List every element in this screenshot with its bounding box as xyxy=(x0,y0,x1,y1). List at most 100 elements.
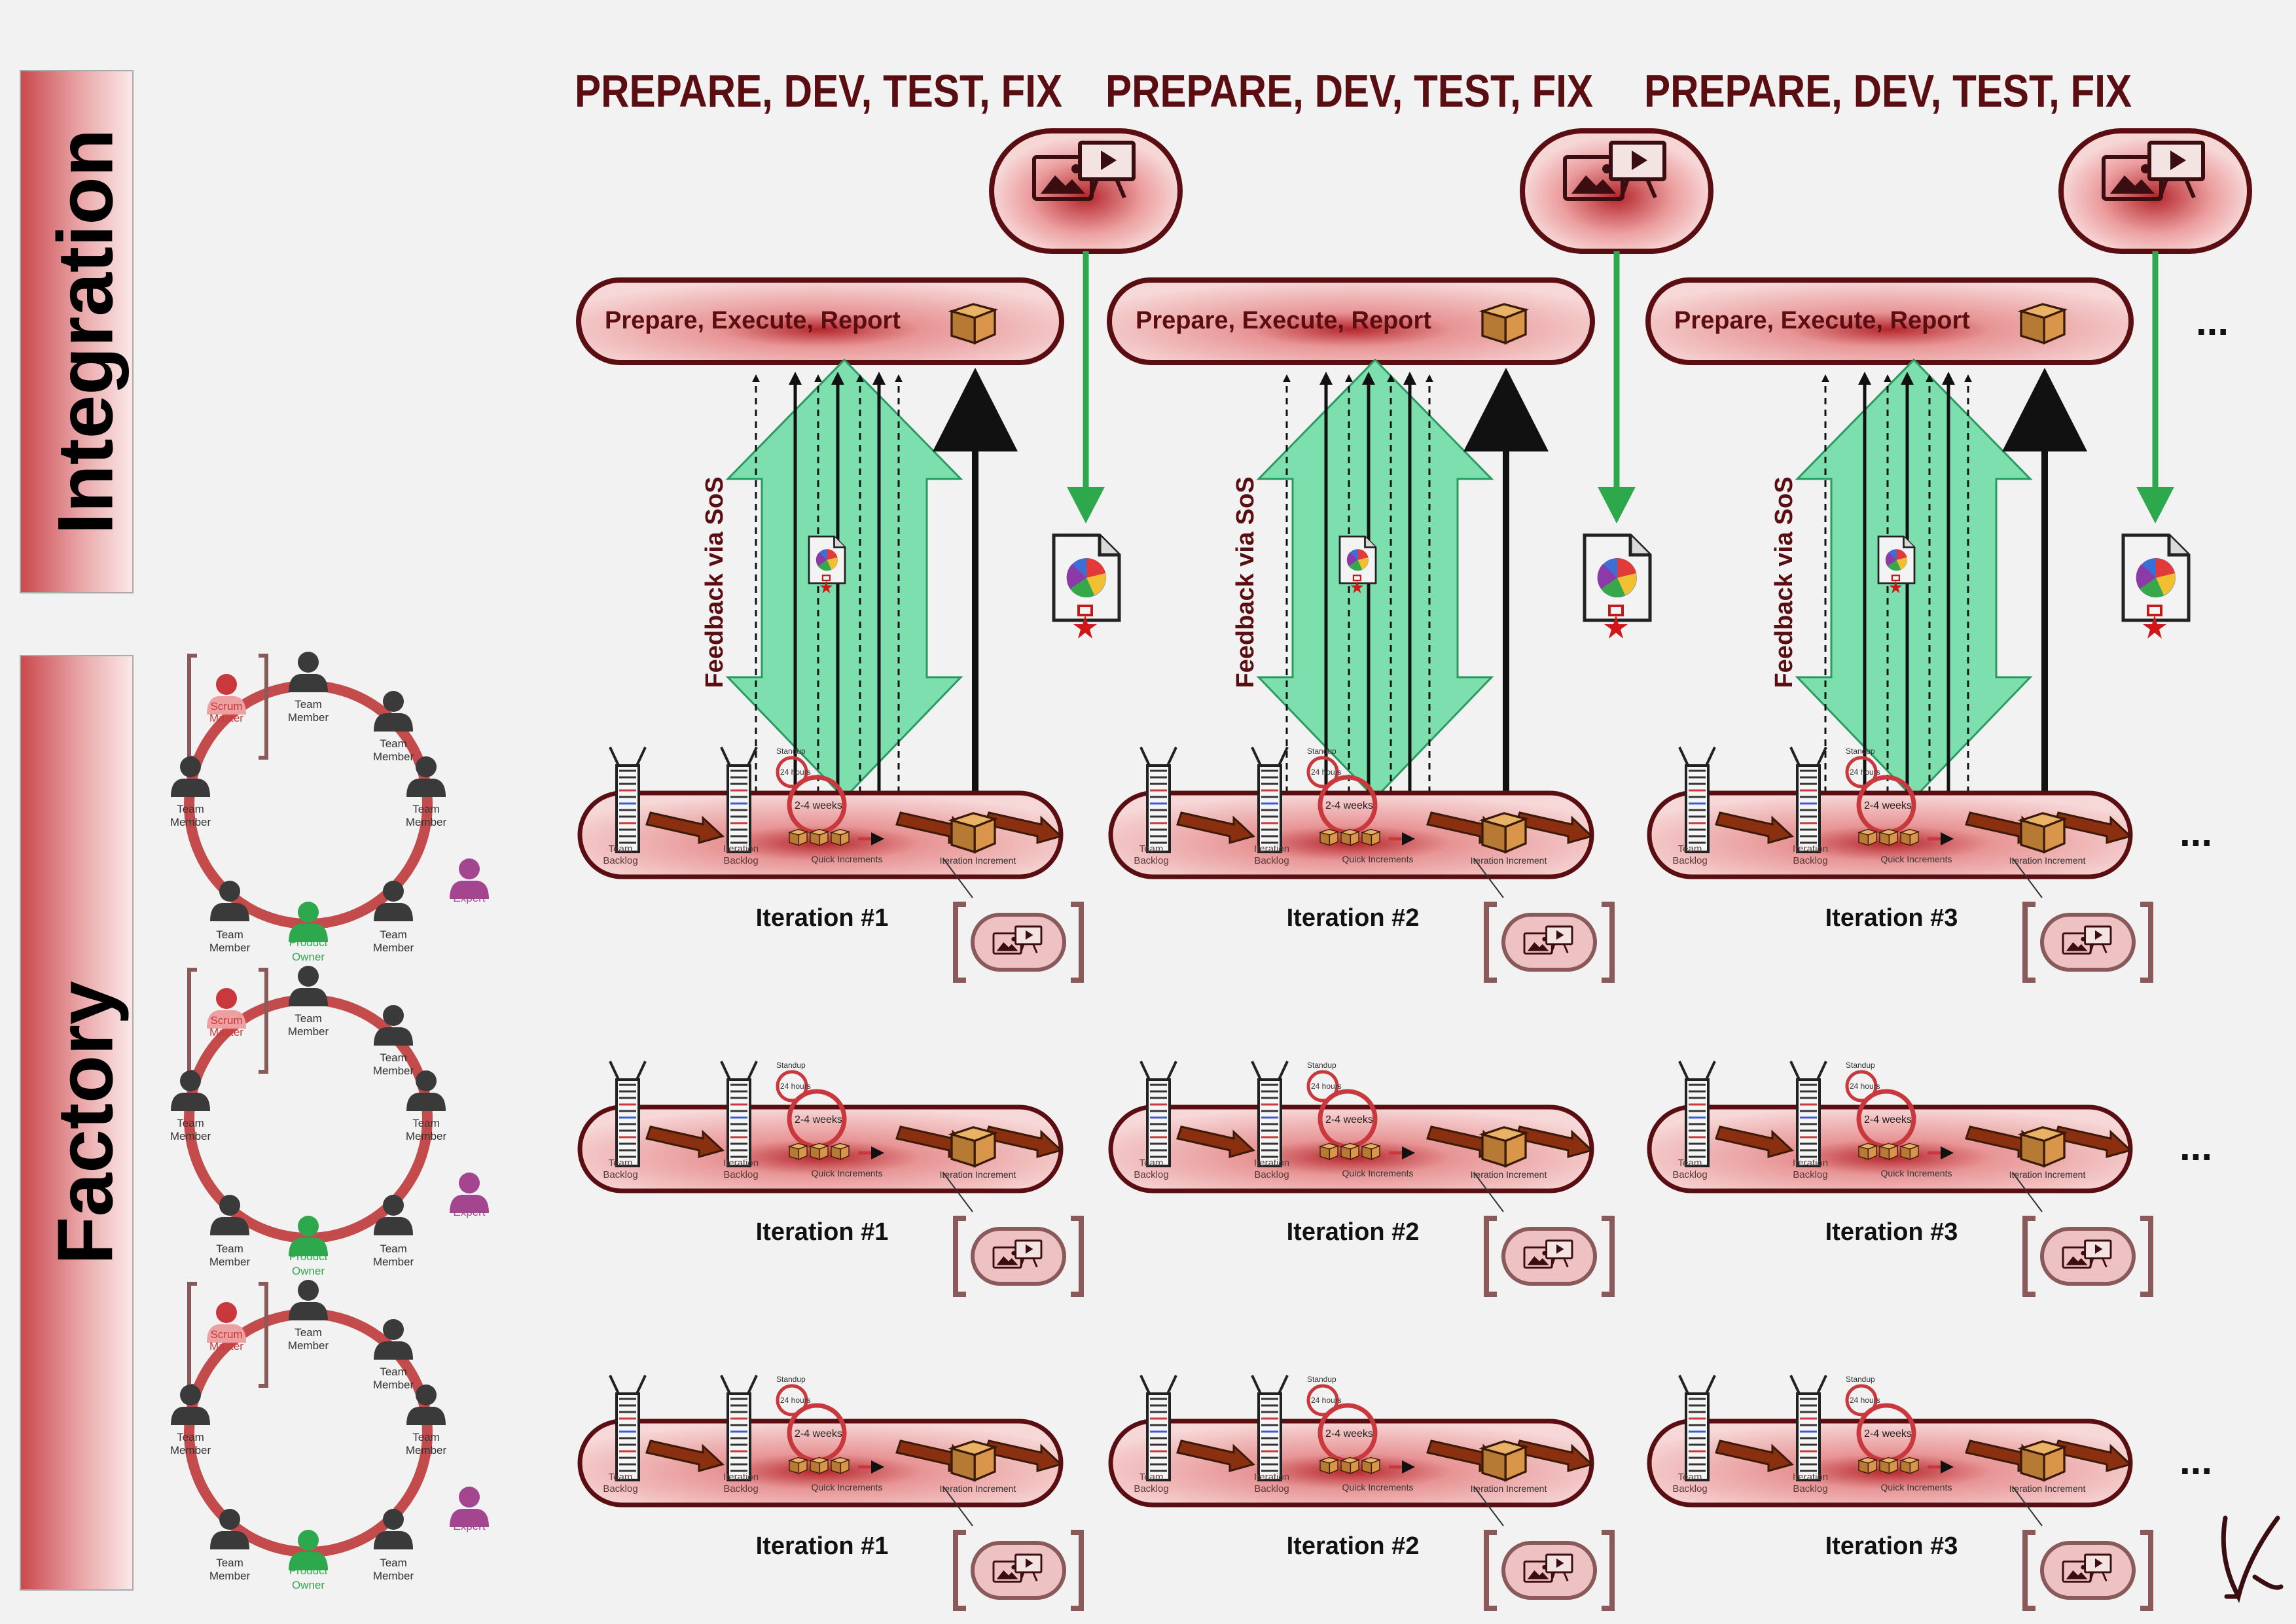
iteration-label: Iteration #3 xyxy=(1825,1532,1958,1560)
team-member-icon xyxy=(374,1319,413,1360)
team-backlog-icon xyxy=(1139,747,1177,853)
bracket-right xyxy=(2140,1530,2153,1611)
bracket-left xyxy=(1484,1216,1497,1297)
daily-cycle-icon xyxy=(1306,1070,1339,1103)
quick-increment-icon xyxy=(1858,828,1877,846)
quick-increment-icon xyxy=(831,1456,850,1474)
team-member-icon xyxy=(171,756,210,797)
iteration-backlog-icon xyxy=(1251,1061,1289,1167)
standup-label: Standup xyxy=(1307,747,1336,756)
daily-cycle-icon xyxy=(776,1070,808,1103)
iteration-increment-label: Iteration Increment xyxy=(940,855,1016,866)
iteration-label: Iteration #1 xyxy=(756,1532,889,1560)
flow-arrow-icon xyxy=(1715,1125,1794,1158)
quick-increment-icon xyxy=(1319,1142,1338,1160)
quick-increments-label: Quick Increments xyxy=(1342,1168,1414,1178)
iteration-increment-icon xyxy=(950,1440,996,1481)
iteration-backlog-icon xyxy=(720,1061,758,1167)
bracket-left xyxy=(953,902,966,983)
column-heading: PREPARE, DEV, TEST, FIX xyxy=(575,65,1062,116)
bracket-left xyxy=(953,1530,966,1611)
bracket-left xyxy=(2022,1530,2036,1611)
daily-label: 24 hours xyxy=(780,768,811,777)
quick-increment-icon xyxy=(1361,1456,1380,1474)
iteration-label: Iteration #1 xyxy=(756,904,889,932)
quick-increment-icon xyxy=(1900,1456,1919,1474)
scrum-master-icon xyxy=(207,1302,246,1343)
quick-increments-label: Quick Increments xyxy=(812,854,883,864)
quick-increment-icon xyxy=(810,1456,829,1474)
quick-increment-icon xyxy=(1900,828,1919,846)
iteration-label: Iteration #2 xyxy=(1287,904,1420,932)
iteration-increment-icon xyxy=(950,812,996,853)
product-owner-icon xyxy=(289,902,328,942)
daily-label: 24 hours xyxy=(1850,768,1880,777)
flow-arrow-icon xyxy=(645,1439,725,1472)
factory-label: Factory xyxy=(42,981,130,1265)
iteration-increment-icon xyxy=(2020,1440,2066,1481)
team-member-icon xyxy=(406,756,446,797)
quick-increments-label: Quick Increments xyxy=(1881,1482,1952,1492)
team-backlog-icon xyxy=(1139,1375,1177,1481)
leader-line xyxy=(942,1172,973,1212)
daily-cycle-icon xyxy=(776,756,808,788)
daily-label: 24 hours xyxy=(780,1396,811,1405)
delivery-arrow-head xyxy=(1463,368,1549,451)
product-owner-icon xyxy=(289,1530,328,1570)
duration-label: 2-4 weeks xyxy=(1325,800,1373,811)
leader-line xyxy=(942,1486,973,1527)
quick-increment-icon xyxy=(1340,828,1359,846)
daily-cycle-icon xyxy=(1306,1384,1339,1417)
daily-cycle-icon xyxy=(1845,1070,1878,1103)
iteration-increment-label: Iteration Increment xyxy=(2009,1169,2086,1180)
team-member-icon xyxy=(374,881,413,921)
integration-report-pill xyxy=(576,277,1064,365)
quick-increment-icon xyxy=(831,828,850,846)
quick-increment-icon xyxy=(1879,1456,1898,1474)
column-heading: PREPARE, DEV, TEST, FIX xyxy=(1105,65,1593,116)
quick-increment-icon xyxy=(810,828,829,846)
iteration-increment-icon xyxy=(1481,1440,1527,1481)
report-arrow-head xyxy=(2136,487,2174,523)
iteration-label: Iteration #2 xyxy=(1287,1532,1420,1560)
integration-box-icon xyxy=(2020,303,2066,344)
quick-increments-label: Quick Increments xyxy=(1342,1482,1414,1492)
integration-box-icon xyxy=(1481,303,1527,344)
bracket-right xyxy=(1071,1216,1084,1297)
bracket-right xyxy=(2140,902,2153,983)
leader-line xyxy=(2012,1172,2043,1212)
quick-increment-icon xyxy=(789,1456,808,1474)
iteration-increment-label: Iteration Increment xyxy=(2009,1483,2086,1494)
quick-increment-icon xyxy=(1879,1142,1898,1160)
iteration-increment-icon xyxy=(2020,1126,2066,1167)
iteration-label: Iteration #2 xyxy=(1287,1218,1420,1246)
flow-arrow-icon xyxy=(1176,811,1255,844)
quick-increments-label: Quick Increments xyxy=(1881,1168,1952,1178)
duration-label: 2-4 weeks xyxy=(795,1428,842,1439)
integration-report-icon xyxy=(1054,535,1119,639)
standup-label: Standup xyxy=(776,1375,806,1384)
daily-label: 24 hours xyxy=(1850,1082,1880,1091)
expert-icon xyxy=(450,1173,489,1213)
daily-label: 24 hours xyxy=(1850,1396,1880,1405)
pipeline-ellipsis: ... xyxy=(2179,1439,2212,1483)
bracket-right xyxy=(2140,1216,2153,1297)
